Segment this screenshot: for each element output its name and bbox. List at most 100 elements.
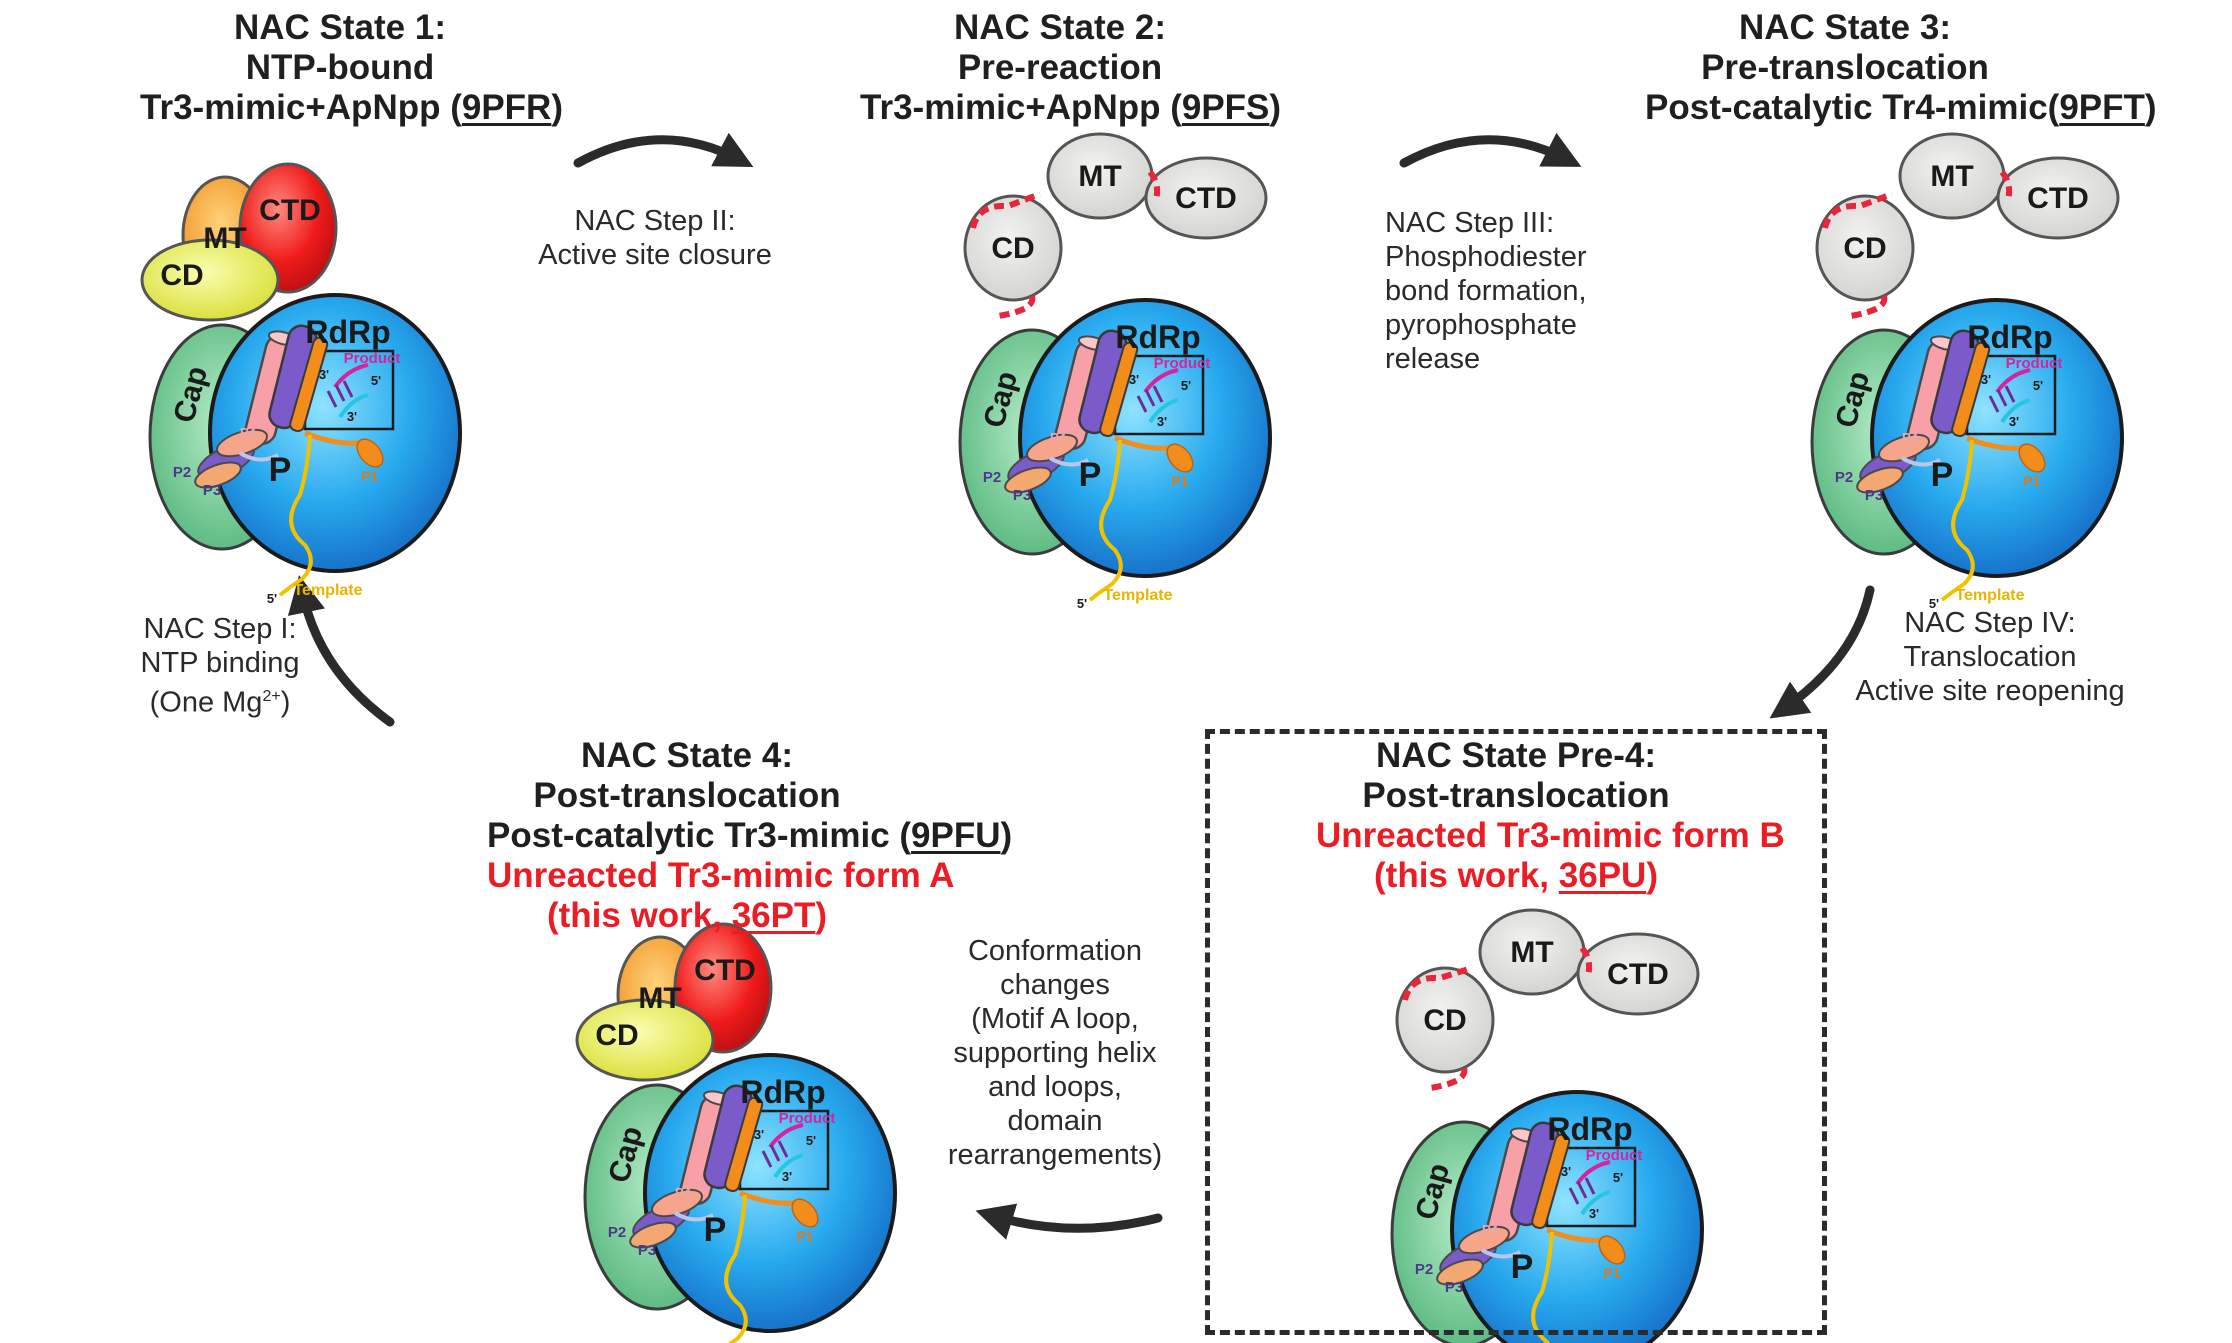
step5-line4: supporting helix bbox=[953, 1037, 1157, 1069]
step4-line1: NAC Step IV: bbox=[1904, 607, 2076, 639]
state1-mt-label: MT bbox=[203, 222, 246, 255]
step3-line4: pyrophosphate bbox=[1385, 309, 1577, 341]
state1-3prime-bottom-label: 3' bbox=[347, 409, 357, 424]
state4-cd-label: CD bbox=[595, 1019, 638, 1052]
step1-line2: NTP binding bbox=[140, 647, 300, 679]
state4-title-line1: NAC State 4: bbox=[581, 736, 793, 775]
state-pre4-p3-label: P3 bbox=[1445, 1279, 1463, 1296]
state2-p1-label: P1 bbox=[1171, 473, 1188, 489]
step5-label: Conformation changes (Motif A loop, supp… bbox=[920, 934, 1190, 1172]
state3-title-line2: Pre-translocation bbox=[1701, 48, 1989, 87]
step4-label: NAC Step IV: Translocation Active site r… bbox=[1810, 606, 2170, 708]
state4-title-red1: Unreacted Tr3-mimic form A bbox=[487, 856, 955, 895]
step5-line3: (Motif A loop, bbox=[971, 1003, 1139, 1035]
state2-mt-label: MT bbox=[1078, 160, 1121, 193]
step3-line3: bond formation, bbox=[1385, 275, 1587, 307]
state2-title-line3: Tr3-mimic+ApNpp (9PFS) bbox=[860, 88, 1282, 127]
state3-rdrp-label: RdRp bbox=[1967, 319, 2052, 355]
state4-title-red2: (this work, 36PT) bbox=[546, 896, 828, 935]
state1-title-line3: Tr3-mimic+ApNpp (9PFR) bbox=[140, 88, 563, 127]
state4-p2-label: P2 bbox=[608, 1224, 626, 1241]
state4-title: NAC State 4: Post-translocation Post-cat… bbox=[487, 736, 1013, 936]
state4-3prime-bottom-label: 3' bbox=[782, 1169, 792, 1184]
step5-line6: domain bbox=[1007, 1105, 1103, 1137]
state4-ctd-label: CTD bbox=[694, 954, 756, 987]
state2-5prime-top-label: 5' bbox=[1181, 378, 1191, 393]
state-pre4-mt-label: MT bbox=[1510, 936, 1553, 969]
state2-ctd-label: CTD bbox=[1175, 182, 1237, 215]
step1-label: NAC Step I: NTP binding (One Mg2+) bbox=[100, 612, 340, 720]
step2-label: NAC Step II: Active site closure bbox=[505, 204, 805, 272]
state2-p3-label: P3 bbox=[1013, 487, 1031, 504]
state3-p1-label: P1 bbox=[2023, 473, 2040, 489]
state1-product-label: Product bbox=[344, 350, 401, 367]
state2-template-label: Template bbox=[1103, 587, 1172, 604]
state3-p4-label: P4 bbox=[1902, 430, 1919, 445]
state2-3prime-top-label: 3' bbox=[1129, 372, 1139, 387]
state3-mt-label: MT bbox=[1930, 160, 1973, 193]
state3-p2-label: P2 bbox=[1835, 469, 1853, 486]
state3-ctd-label: CTD bbox=[2027, 182, 2089, 215]
state-pre4-title-line1: NAC State Pre-4: bbox=[1375, 736, 1657, 775]
state3-3prime-top-label: 3' bbox=[1981, 372, 1991, 387]
state4-3prime-top-label: 3' bbox=[754, 1127, 764, 1142]
state1-5prime-top-label: 5' bbox=[371, 373, 381, 388]
state3-title-line3: Post-catalytic Tr4-mimic(9PFT) bbox=[1645, 88, 2157, 127]
state1-rdrp-label: RdRp bbox=[305, 314, 390, 350]
state3-p3-label: P3 bbox=[1865, 487, 1883, 504]
state1-protein bbox=[140, 162, 460, 595]
step3-line2: Phosphodiester bbox=[1385, 241, 1587, 273]
state-pre4-title: NAC State Pre-4: Post-translocation Unre… bbox=[1316, 736, 1785, 896]
state4-p3-label: P3 bbox=[638, 1242, 656, 1259]
state2-title: NAC State 2: Pre-reaction Tr3-mimic+ApNp… bbox=[860, 8, 1282, 128]
state3-title-line1: NAC State 3: bbox=[1739, 8, 1951, 47]
state4-p1-label: P1 bbox=[796, 1228, 813, 1244]
state2-p-label: P bbox=[1079, 456, 1102, 494]
state1-p1-label: P1 bbox=[361, 468, 378, 484]
state4-protein bbox=[575, 922, 895, 1343]
state1-title-line2: NTP-bound bbox=[245, 48, 435, 87]
state2-protein bbox=[960, 132, 1270, 600]
state4-p4-label: P4 bbox=[675, 1185, 692, 1200]
state1-ctd-label: CTD bbox=[259, 194, 321, 227]
state4-product-label: Product bbox=[779, 1110, 836, 1127]
step5-line5: and loops, bbox=[988, 1071, 1122, 1103]
state1-cd-label: CD bbox=[160, 259, 203, 292]
state1-p-label: P bbox=[269, 451, 292, 489]
arrow-step-4 bbox=[1769, 585, 1875, 719]
step5-line1: Conformation bbox=[967, 935, 1143, 967]
step5-line2: changes bbox=[1000, 969, 1110, 1001]
state-pre4-p1-label: P1 bbox=[1603, 1265, 1620, 1281]
state-pre4-3prime-top-label: 3' bbox=[1561, 1164, 1571, 1179]
state-pre4-cd-label: CD bbox=[1423, 1004, 1466, 1037]
step3-line5: release bbox=[1385, 343, 1481, 375]
state4-mt-label: MT bbox=[638, 982, 681, 1015]
state2-5prime-template-label: 5' bbox=[1077, 596, 1087, 611]
state1-p2-label: P2 bbox=[173, 464, 191, 481]
state2-rdrp-label: RdRp bbox=[1115, 319, 1200, 355]
state4-p-label: P bbox=[704, 1211, 727, 1249]
arrow-step-1 bbox=[287, 575, 395, 727]
step2-line2: Active site closure bbox=[538, 239, 772, 271]
state4-rdrp-label: RdRp bbox=[740, 1074, 825, 1110]
state-pre4-highlight-box bbox=[1205, 729, 1827, 1335]
state2-title-line2: Pre-reaction bbox=[957, 48, 1163, 87]
state3-product-label: Product bbox=[2006, 355, 2063, 372]
state-pre4-rdrp-label: RdRp bbox=[1547, 1111, 1632, 1147]
state1-title: NAC State 1: NTP-bound Tr3-mimic+ApNpp (… bbox=[140, 8, 563, 128]
state4-title-line3: Post-catalytic Tr3-mimic (9PFU) bbox=[487, 816, 1013, 855]
state4-5prime-top-label: 5' bbox=[806, 1133, 816, 1148]
step4-line2: Translocation bbox=[1903, 641, 2077, 673]
state-pre4-protein bbox=[1392, 908, 1702, 1343]
step1-line1: NAC Step I: bbox=[143, 613, 297, 645]
arrow-step-2 bbox=[573, 132, 754, 168]
state3-5prime-template-label: 5' bbox=[1929, 596, 1939, 611]
state3-protein bbox=[1812, 132, 2122, 600]
state1-5prime-template-label: 5' bbox=[267, 591, 277, 606]
state-pre4-5prime-top-label: 5' bbox=[1613, 1170, 1623, 1185]
state2-product-label: Product bbox=[1154, 355, 1211, 372]
state1-p4-label: P4 bbox=[240, 425, 257, 440]
state4-title-line2: Post-translocation bbox=[533, 776, 841, 815]
